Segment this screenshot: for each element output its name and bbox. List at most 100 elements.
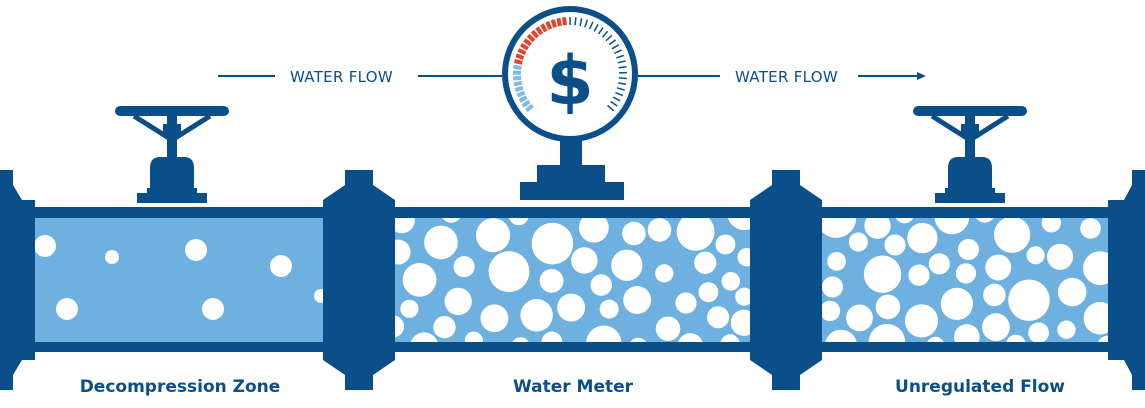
gauge-tick: [607, 104, 615, 112]
section-label-water-meter: Water Meter: [513, 377, 634, 397]
bubble: [1057, 277, 1087, 307]
bubble: [531, 222, 574, 265]
valve-right[interactable]: [913, 106, 1027, 203]
gauge-tick: [618, 66, 627, 69]
gauge-tick: [615, 91, 624, 97]
bubble: [928, 253, 950, 275]
water-meter-gauge: $: [502, 6, 638, 200]
gauge-tick: [608, 39, 617, 46]
bubble: [520, 298, 553, 332]
valve-handwheel: [115, 106, 229, 116]
gauge-tick: [550, 19, 557, 28]
bubble: [388, 218, 415, 234]
gauge-tick: [513, 75, 522, 81]
bubble: [541, 331, 563, 342]
gauge-tick: [513, 80, 523, 87]
bubble: [647, 218, 672, 242]
bubble: [868, 323, 906, 342]
gauge-tick: [618, 77, 627, 80]
bubble: [557, 293, 586, 322]
bubble: [894, 218, 915, 224]
gauge-tick: [605, 34, 613, 42]
air-bubbles: [35, 218, 1108, 342]
valve-bonnet: [150, 157, 194, 192]
bubble: [955, 263, 977, 284]
bubble: [954, 324, 980, 342]
bubble: [508, 218, 529, 226]
valve-base: [137, 193, 207, 203]
bubble: [1057, 320, 1076, 339]
bubble: [675, 292, 697, 314]
bubble: [884, 234, 906, 256]
gauge-tick: [601, 30, 609, 38]
valve-left[interactable]: [115, 106, 229, 203]
valve-bonnet: [948, 157, 992, 192]
bubble: [821, 276, 844, 298]
valve-base: [935, 193, 1005, 203]
bubble: [655, 264, 674, 283]
bubble: [993, 218, 1031, 253]
bubble: [1041, 218, 1062, 233]
bubble: [863, 255, 902, 293]
valve-hub: [961, 124, 979, 136]
gauge-tick: [556, 17, 562, 27]
gauge-scale: [512, 17, 628, 113]
bubble: [846, 304, 873, 332]
gauge-tick: [514, 59, 523, 65]
bubble: [424, 225, 458, 260]
flange-body: [1108, 185, 1145, 375]
gauge-tick: [515, 53, 525, 60]
bubble: [571, 247, 598, 274]
gauge-tick: [579, 18, 583, 27]
bubble: [819, 300, 841, 322]
gauge-tick: [521, 99, 531, 108]
bubble: [875, 294, 901, 320]
bubble: [599, 299, 619, 319]
bubble: [907, 222, 938, 254]
gauge-tick: [535, 26, 544, 36]
section-label-decompression-zone: Decompression Zone: [80, 377, 281, 397]
bubble: [698, 282, 719, 303]
bubble: [985, 254, 1012, 281]
bubble: [105, 250, 119, 264]
gauge-tick: [513, 64, 522, 70]
flow-indicator-left: WATER FLOW: [218, 68, 502, 86]
gauge-tick: [618, 82, 627, 86]
gauge-tick: [523, 38, 532, 47]
gauge-stand: [537, 165, 605, 185]
bubble: [270, 255, 292, 277]
gauge-tick: [516, 90, 526, 98]
valve-stem: [965, 116, 975, 162]
gauge-tick: [617, 60, 626, 64]
bubble: [1080, 218, 1101, 239]
bubble: [816, 218, 857, 238]
bubble: [957, 238, 979, 261]
bubble: [735, 287, 754, 306]
bubble: [409, 332, 439, 342]
gauge-tick: [545, 20, 553, 30]
bubble: [824, 329, 858, 342]
bubble: [480, 304, 509, 333]
valve-stem: [167, 116, 177, 162]
bubble: [185, 239, 207, 261]
valve-collar: [945, 188, 995, 196]
bubble: [56, 298, 78, 320]
bubble: [1083, 302, 1108, 335]
gauge-tick: [530, 29, 540, 39]
flow-indicator-right: WATER FLOW: [638, 68, 926, 86]
gauge-tick: [588, 21, 594, 30]
bubble: [721, 272, 741, 291]
bubble: [402, 262, 437, 297]
bubble: [622, 221, 646, 246]
gauge-tick: [518, 95, 528, 103]
bubble: [1096, 335, 1108, 342]
bubble: [707, 306, 730, 329]
gauge-tick: [597, 27, 604, 35]
pipe-flanges: [0, 170, 1145, 390]
bubble: [578, 218, 609, 243]
bubble: [940, 287, 974, 321]
gauge-tick: [574, 17, 577, 26]
gauge-tick: [593, 24, 599, 32]
bubble: [476, 218, 511, 253]
